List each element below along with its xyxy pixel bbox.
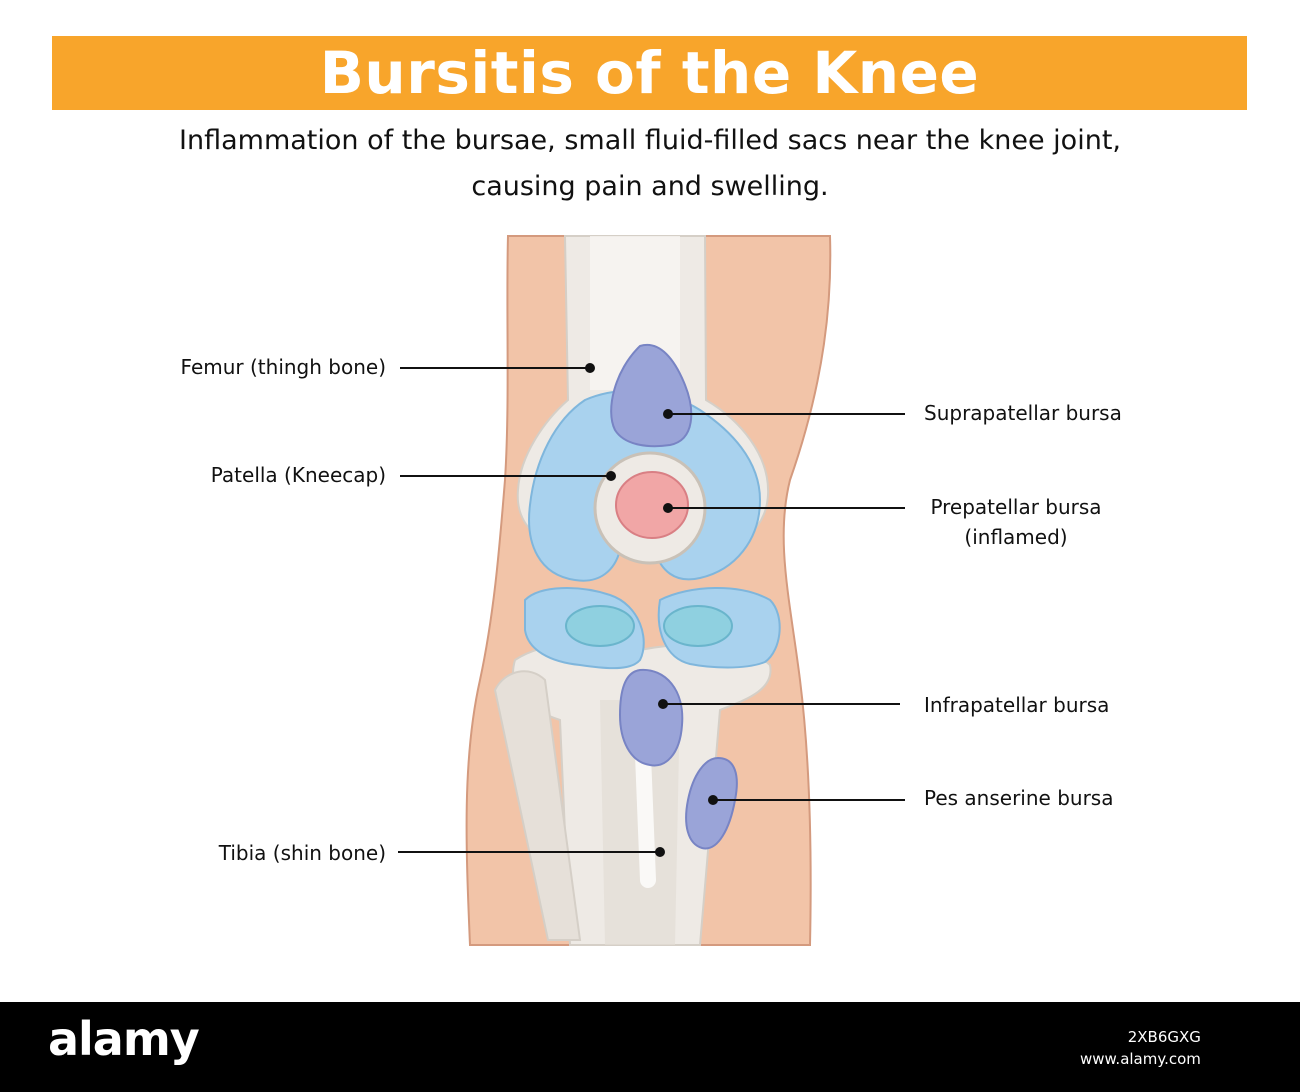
label-patella: Patella (Kneecap) xyxy=(210,463,386,487)
page-subtitle: Inflammation of the bursae, small fluid-… xyxy=(60,118,1240,210)
meniscus-pad-left xyxy=(565,605,635,647)
leader-lines xyxy=(398,363,905,857)
fibula-bone xyxy=(493,670,582,941)
label-prepatellar-line-2: (inflamed) xyxy=(964,525,1068,549)
stock-footer xyxy=(0,1002,1300,1092)
subtitle-line-2: causing pain and swelling. xyxy=(471,171,829,202)
alamy-logo: alamy xyxy=(48,1012,200,1066)
prepatellar-bursa-inflamed xyxy=(615,471,689,539)
infrapatellar-bursa xyxy=(618,668,684,767)
dot-patella xyxy=(606,471,616,481)
suprapatellar-bursa xyxy=(610,343,693,448)
dot-pes-anserine xyxy=(708,795,718,805)
label-infrapatellar-bursa: Infrapatellar bursa xyxy=(924,693,1110,717)
image-id: 2XB6GXG xyxy=(1127,1028,1201,1046)
title-banner xyxy=(52,36,1247,110)
dot-femur xyxy=(585,363,595,373)
knee-diagram xyxy=(398,235,905,946)
dot-tibia xyxy=(655,847,665,857)
site-url: www.alamy.com xyxy=(1080,1050,1201,1068)
subtitle-line-1: Inflammation of the bursae, small fluid-… xyxy=(179,125,1121,156)
label-prepatellar-bursa: Prepatellar bursa (inflamed) xyxy=(886,492,1146,552)
dot-prepatellar xyxy=(663,503,673,513)
page-title: Bursitis of the Knee xyxy=(319,39,980,107)
label-prepatellar-line-1: Prepatellar bursa xyxy=(930,495,1102,519)
label-pes-anserine-bursa: Pes anserine bursa xyxy=(924,786,1114,810)
label-femur: Femur (thingh bone) xyxy=(180,355,386,379)
dot-infrapatellar xyxy=(658,699,668,709)
stock-image-info: 2XB6GXG www.alamy.com xyxy=(1080,1026,1201,1070)
label-tibia: Tibia (shin bone) xyxy=(218,841,386,865)
label-suprapatellar-bursa: Suprapatellar bursa xyxy=(924,401,1122,425)
dot-suprapatellar xyxy=(663,409,673,419)
meniscus-pad-right xyxy=(663,605,733,647)
